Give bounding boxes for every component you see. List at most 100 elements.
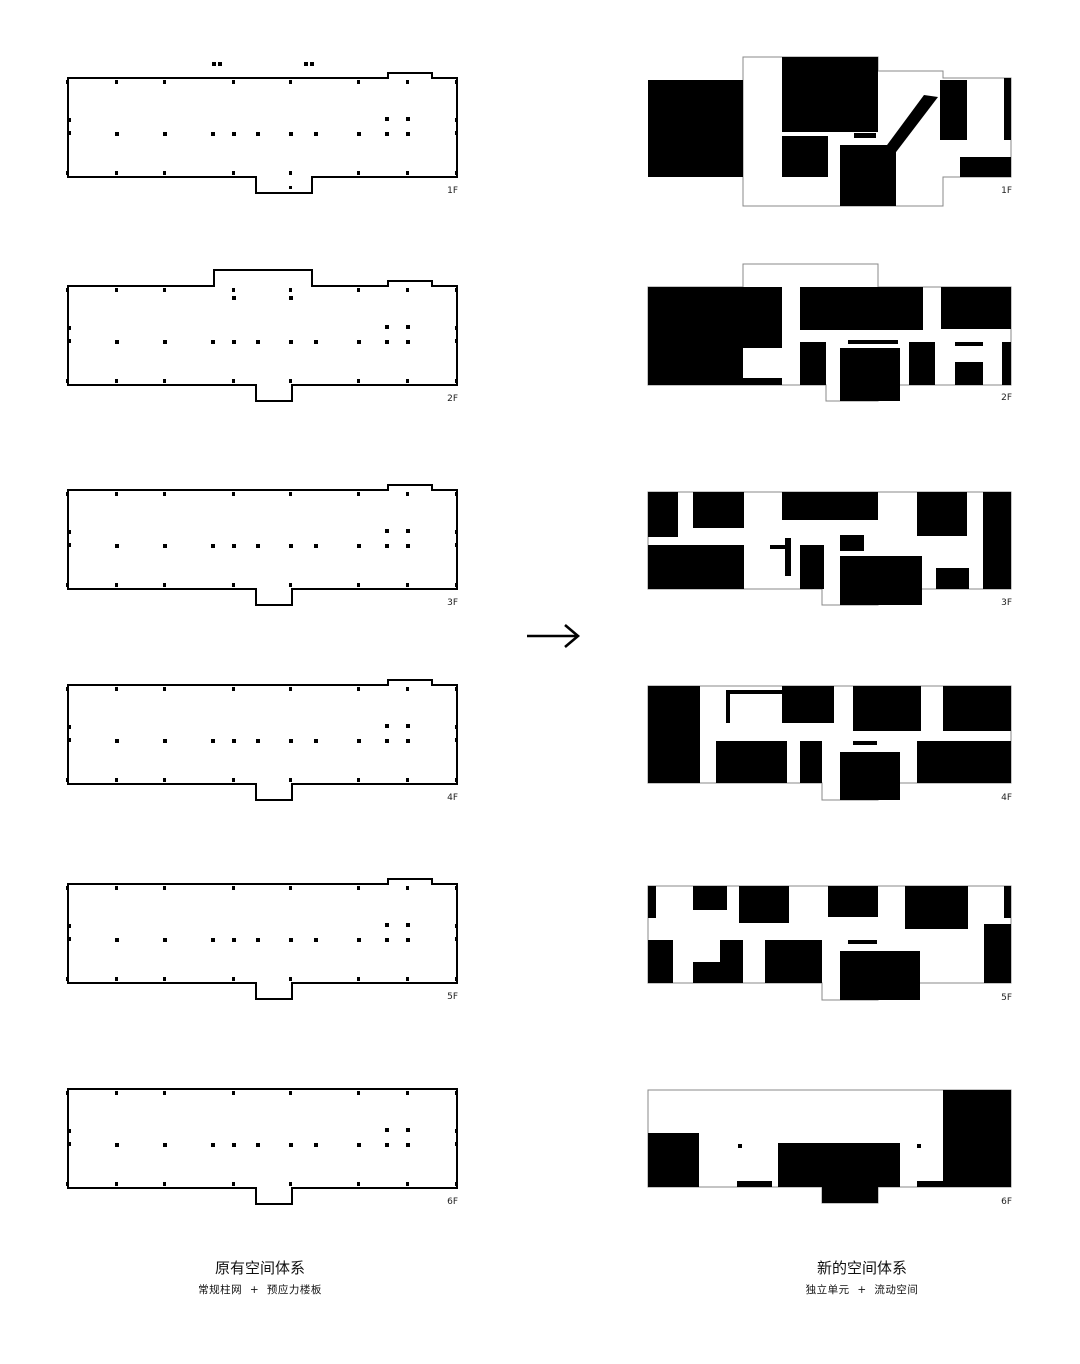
space-unit-block (770, 545, 790, 549)
space-unit-block (648, 940, 673, 983)
space-unit-block (917, 741, 1011, 783)
column-marker (406, 379, 409, 383)
column-marker (357, 492, 360, 496)
column-marker (232, 492, 235, 496)
column-marker (385, 325, 389, 329)
column-marker (406, 80, 409, 84)
column-marker (256, 132, 260, 136)
space-unit-block (853, 741, 877, 745)
space-unit-block (782, 686, 834, 723)
floor-label-right: 3F (1001, 598, 1012, 608)
column-marker (385, 724, 389, 728)
column-marker (455, 379, 458, 383)
column-marker (289, 886, 292, 890)
column-marker (115, 544, 119, 548)
column-marker (455, 1182, 458, 1186)
space-unit-block (917, 1181, 945, 1187)
space-unit-block (648, 287, 782, 348)
column-marker (232, 687, 235, 691)
column-marker (68, 339, 71, 343)
column-marker (163, 977, 166, 981)
column-marker (455, 778, 458, 782)
space-unit-block (905, 886, 968, 929)
column-marker (455, 326, 458, 330)
space-unit-block (840, 535, 864, 551)
column-marker (455, 977, 458, 981)
plus-sign: + (249, 1284, 260, 1296)
original-plan-3f: 3F (66, 484, 458, 608)
caption-original-title: 原有空间体系 (214, 1259, 305, 1277)
column-marker (68, 131, 71, 135)
column-marker (406, 1182, 409, 1186)
column-marker (289, 778, 292, 782)
column-marker (66, 171, 69, 175)
column-marker (212, 62, 216, 66)
space-unit-block (693, 962, 743, 983)
space-unit-block (941, 287, 1011, 329)
column-marker (406, 977, 409, 981)
space-unit-block (648, 492, 678, 537)
column-marker (406, 117, 410, 121)
column-marker (314, 739, 318, 743)
plus-sign: + (857, 1284, 867, 1296)
column-marker (232, 544, 236, 548)
space-unit-block (800, 741, 822, 783)
column-marker (66, 583, 69, 587)
column-marker (289, 379, 292, 383)
space-unit-block (854, 133, 876, 138)
space-unit-block (840, 752, 900, 800)
column-marker (289, 492, 292, 496)
column-marker (406, 687, 409, 691)
original-plan-2f: 2F (66, 269, 458, 404)
column-marker (115, 492, 118, 496)
column-marker (357, 171, 360, 175)
column-marker (385, 529, 389, 533)
plan-outline (67, 878, 458, 1000)
column-marker (163, 1182, 166, 1186)
column-marker (455, 738, 458, 742)
column-marker (232, 171, 235, 175)
column-marker (406, 544, 410, 548)
column-marker (232, 132, 236, 136)
column-marker (406, 529, 410, 533)
column-marker (163, 379, 166, 383)
column-marker (211, 938, 215, 942)
column-marker (163, 687, 166, 691)
column-marker (66, 778, 69, 782)
column-marker (211, 132, 215, 136)
column-marker (357, 1091, 360, 1095)
column-marker (163, 171, 166, 175)
floor-label-left: 1F (447, 186, 458, 196)
plan-outline (67, 484, 458, 606)
column-marker (232, 379, 235, 383)
space-unit-block (983, 492, 1011, 589)
space-unit-block (853, 686, 921, 731)
column-marker (357, 977, 360, 981)
column-marker (232, 80, 235, 84)
space-unit-block (936, 568, 969, 589)
caption-new-sub-a: 独立单元 (805, 1284, 850, 1296)
caption-new-title: 新的空间体系 (816, 1259, 907, 1277)
space-unit-block (800, 287, 923, 330)
column-marker (455, 687, 458, 691)
caption-new-subtitle: 独立单元 + 流动空间 (762, 1282, 962, 1298)
column-marker (256, 739, 260, 743)
column-marker (115, 583, 118, 587)
column-marker (163, 778, 166, 782)
column-marker (68, 924, 71, 928)
column-marker (406, 492, 409, 496)
caption-original-sub-b: 预应力楼板 (266, 1284, 322, 1296)
column-marker (289, 1091, 292, 1095)
floor-label-left: 2F (447, 394, 458, 404)
caption-original-system: 原有空间体系 常规柱网 + 预应力楼板 (160, 1258, 360, 1298)
floor-label-right: 1F (1001, 186, 1012, 196)
space-unit-block (765, 940, 822, 983)
column-marker (314, 1143, 318, 1147)
column-marker (289, 687, 292, 691)
column-marker (66, 1091, 69, 1095)
space-unit-block (840, 951, 920, 1000)
space-unit-block (648, 545, 744, 589)
caption-new-system: 新的空间体系 独立单元 + 流动空间 (762, 1258, 962, 1298)
space-unit-block (848, 340, 898, 344)
column-marker (406, 778, 409, 782)
